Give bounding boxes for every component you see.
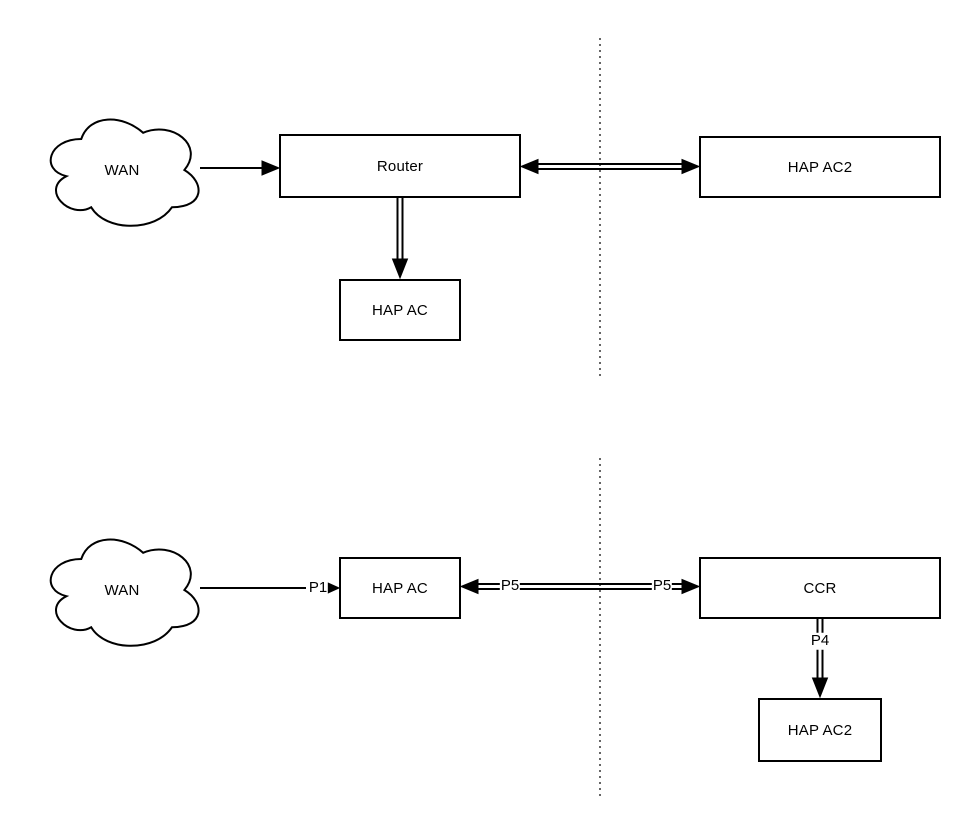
hapac2-node-top [699, 136, 941, 198]
wan-to-hapac-link [200, 582, 341, 594]
router-hapac-link [391, 197, 409, 280]
wan-cloud-bottom [49, 538, 200, 647]
hapac-node-top [339, 279, 461, 341]
ccr-hapac2-link [811, 618, 829, 699]
wan-cloud-top [49, 118, 200, 227]
hapac2-node-bottom [758, 698, 882, 762]
wan-to-router-arrow [200, 160, 281, 176]
router-hapac2-link [519, 158, 701, 175]
ccr-node [699, 557, 941, 619]
router-node [279, 134, 521, 198]
hapac-ccr-link [459, 578, 701, 595]
hapac-node-bottom [339, 557, 461, 619]
